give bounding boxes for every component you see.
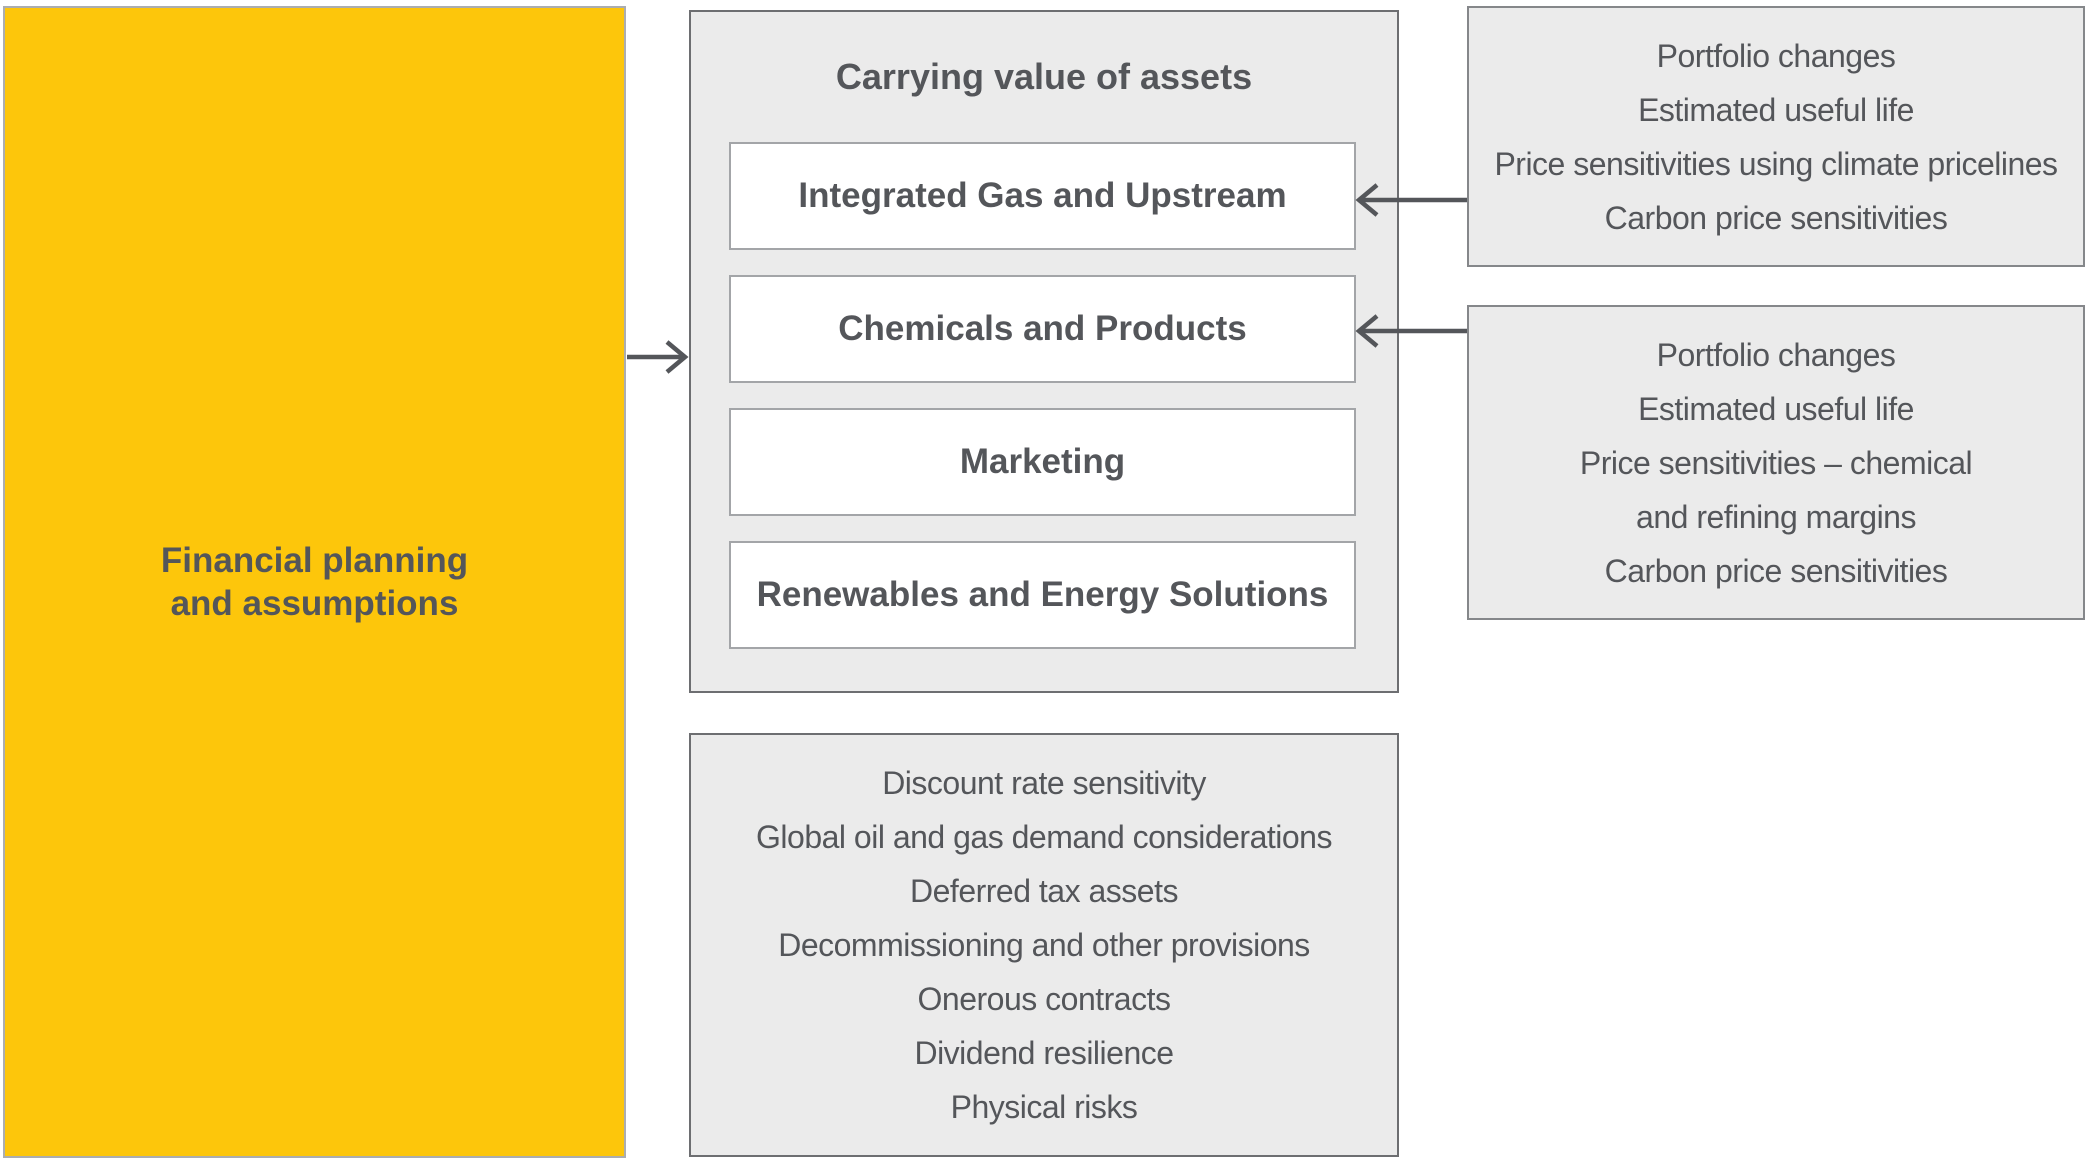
factor-line: Portfolio changes: [1656, 37, 1896, 74]
financial-planning-label-line2: and assumptions: [170, 584, 459, 623]
carrying-value-title: Carrying value of assets: [835, 56, 1253, 97]
factor-line: Estimated useful life: [1638, 390, 1914, 427]
factor-line: Carbon price sensitivities: [1604, 199, 1948, 236]
factor-line: Physical risks: [950, 1089, 1138, 1125]
carrying-value-panel: Carrying value of assets Integrated Gas …: [689, 10, 1399, 693]
factor-line: Deferred tax assets: [910, 873, 1178, 909]
upstream-factors-panel: Portfolio changes Estimated useful life …: [1467, 6, 2085, 267]
factor-line: and refining margins: [1636, 498, 1916, 535]
factor-line: Price sensitivities – chemical: [1579, 444, 1973, 481]
factor-line: Decommissioning and other provisions: [778, 927, 1310, 963]
factor-line: Global oil and gas demand considerations: [756, 819, 1332, 855]
factor-line: Onerous contracts: [917, 981, 1171, 1017]
financial-to-carrying-arrow-icon: [627, 340, 689, 374]
factor-line: Discount rate sensitivity: [882, 765, 1206, 801]
chemicals-factors-panel: Portfolio changes Estimated useful life …: [1467, 305, 2085, 620]
factor-line: Dividend resilience: [914, 1035, 1174, 1071]
segment-box-marketing: Marketing: [729, 408, 1356, 516]
financial-planning-box: Financial planning and assumptions: [3, 6, 626, 1158]
factor-line: Carbon price sensitivities: [1604, 552, 1948, 589]
financial-planning-label-line1: Financial planning: [160, 541, 469, 580]
segment-box-chemicals-products: Chemicals and Products: [729, 275, 1356, 383]
factor-line: Price sensitivities using climate pricel…: [1494, 145, 2058, 182]
segment-box-renewables-energy-solutions: Renewables and Energy Solutions: [729, 541, 1356, 649]
general-factors-panel: Discount rate sensitivity Global oil and…: [689, 733, 1399, 1157]
segment-box-integrated-gas-upstream: Integrated Gas and Upstream: [729, 142, 1356, 250]
factor-line: Estimated useful life: [1638, 91, 1914, 128]
factor-line: Portfolio changes: [1656, 336, 1896, 373]
